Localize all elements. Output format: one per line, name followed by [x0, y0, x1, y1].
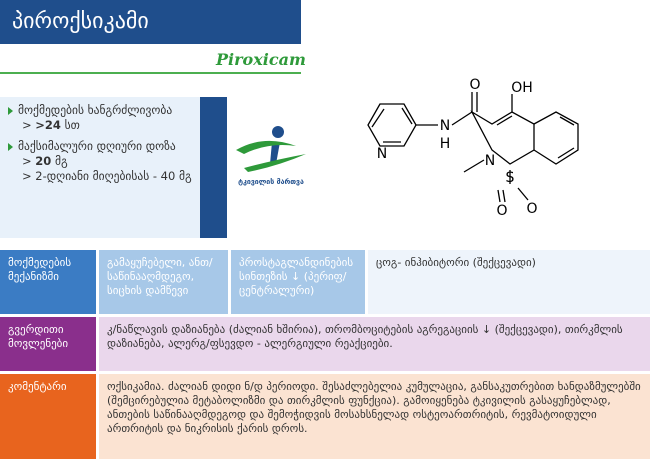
atom-pyridine-n: N [377, 146, 387, 162]
duration-value: >24 [35, 118, 61, 132]
atom-amide-n: N [440, 118, 450, 134]
maxdose-value: 20 [35, 154, 52, 168]
page-title: პიროქსიკამი [0, 0, 301, 44]
maxdose-note-line: > 2-დღიანი მიღებისას - 40 მგ [22, 169, 192, 183]
duration-unit: სთ [64, 118, 80, 132]
mechanism-label: მოქმედების მექანიზმი [0, 250, 96, 314]
atom-carbonyl-o: O [469, 77, 480, 93]
triangle-bullet-icon [8, 143, 13, 151]
atom-sulfonyl-o-right: O [526, 201, 537, 217]
mechanism-row: მოქმედების მექანიზმი გამაყუჩებელი, ანთ/ს… [0, 250, 650, 314]
maxdose-note: 2-დღიანი მიღებისას - 40 მგ [35, 169, 192, 183]
chemical-structure: OH O N H N S O O N [360, 72, 610, 247]
logo-text: ტკივილის მართვა [238, 178, 304, 186]
maxdose-item: მაქსიმალური დღიური დოზა [8, 139, 200, 154]
duration-label: მოქმედების ხანგრძლივობა [18, 103, 173, 117]
mechanism-effects: გამაყუჩებელი, ანთ/საწინააღმდეგო, სიცხის … [99, 250, 228, 314]
atom-ring-n: N [485, 153, 495, 169]
drug-info-panel: მოქმედების ხანგრძლივობა > >24 სთ მაქსიმა… [0, 97, 200, 238]
atom-amide-h: H [440, 136, 451, 152]
blue-accent-strip [200, 97, 227, 238]
maxdose-value-line: > 20 მგ [22, 154, 68, 168]
comments-row: კომენტარი ოქსიკამია. ძალიან დიდი ნ/დ პერ… [0, 374, 650, 459]
mechanism-prostaglandin: პროსტაგლანდინების სინთეზის ↓ (პერიფ/ცენტ… [231, 250, 365, 314]
logo-figure-icon: ტკივილის მართვა [236, 126, 306, 186]
side-effects-row: გვერდითი მოვლენები კ/ნაწლავის დაზიანება … [0, 317, 650, 371]
maxdose-label: მაქსიმალური დღიური დოზა [18, 139, 176, 153]
mechanism-cox: ცოგ- ინჰიბიტორი (შექცევადი) [368, 250, 650, 314]
comments-label: კომენტარი [0, 374, 96, 459]
comments-text: ოქსიკამია. ძალიან დიდი ნ/დ პერიოდი. შესა… [99, 374, 650, 459]
atom-sulfonyl-o-left: O [496, 203, 507, 219]
pain-management-logo: ტკივილის მართვა [234, 120, 308, 190]
side-effects-text: კ/ნაწლავის დაზიანება (ძალიან ხშირია), თრ… [99, 317, 650, 371]
duration-item: მოქმედების ხანგრძლივობა [8, 103, 200, 118]
title-underline [0, 72, 301, 74]
side-effects-label: გვერდითი მოვლენები [0, 317, 96, 371]
piroxicam-structure-diagram: OH O N H N S O O N [367, 77, 579, 219]
atom-sulfur: S [506, 170, 515, 186]
atom-oh: OH [511, 80, 533, 96]
latin-name: Piroxicam [216, 50, 306, 69]
triangle-bullet-icon [8, 107, 13, 115]
duration-value-line: > >24 სთ [22, 118, 80, 132]
maxdose-unit: მგ [54, 154, 68, 168]
